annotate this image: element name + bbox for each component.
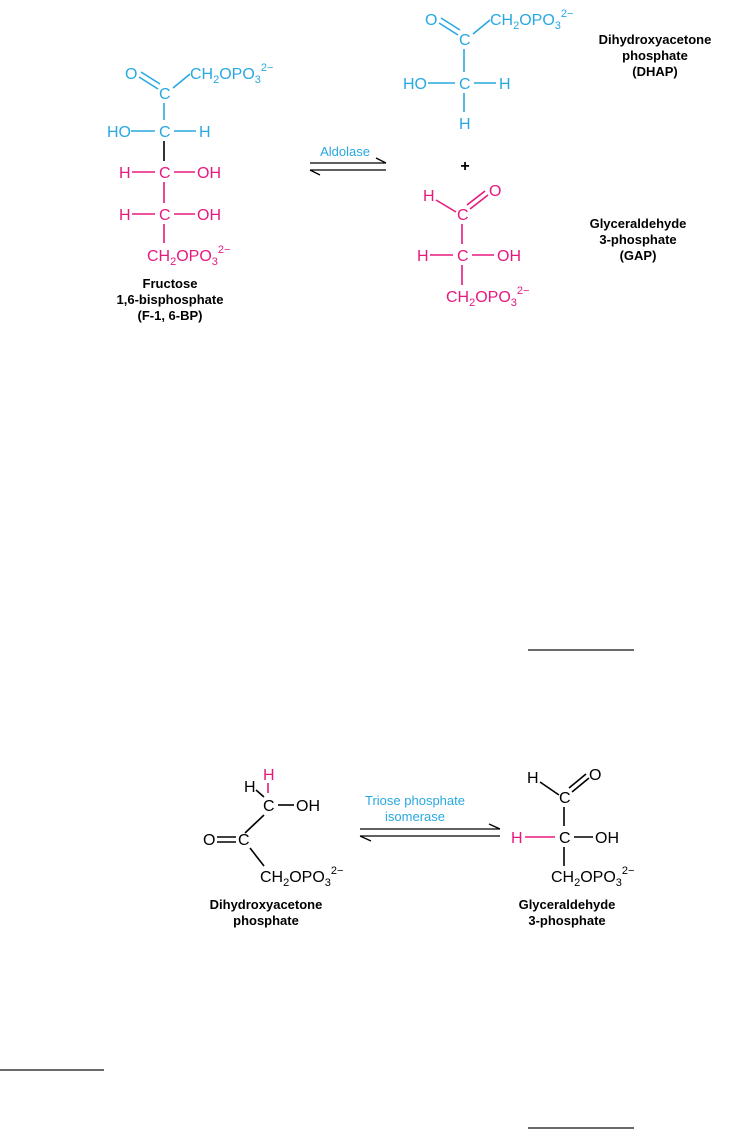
isomerase-label-line-2: isomerase xyxy=(385,809,445,824)
dhap-label-line-2: phosphate xyxy=(622,48,688,63)
fbp-c2-oxygen: O xyxy=(125,66,137,83)
gap-c2-carbon: C xyxy=(457,248,469,265)
dhap-c2-carbon: C xyxy=(459,32,471,49)
gap-double-bond-b xyxy=(466,190,486,206)
gap-double-bond-a xyxy=(469,194,489,210)
fbp-c4-carbon: C xyxy=(159,165,171,182)
fbp-c1-bond xyxy=(172,73,191,89)
fbp-double-bond-a xyxy=(138,76,159,90)
gap-oxygen: O xyxy=(489,183,501,200)
gap-structure: H C O H C OH CH2OPO32− Glyceraldehyde 3-… xyxy=(417,183,686,309)
iso-dhap-c2-c3-bond xyxy=(249,847,265,867)
dhap-structure: O C CH2OPO32− HO C H H Dihydroxyacetone … xyxy=(403,8,711,133)
fbp-c5-hydrogen: H xyxy=(119,207,131,224)
fbp-double-bond-b xyxy=(140,71,161,85)
iso-gap-c2-hydroxyl: OH xyxy=(595,830,619,847)
isomerase-dhap-structure: H H C OH O C CH2OPO32− Dihydroxyacetone … xyxy=(203,767,343,928)
gap-aldehyde-hydrogen: H xyxy=(423,188,435,205)
gap-label-line-1: Glyceraldehyde xyxy=(590,216,687,231)
aldolase-label: Aldolase xyxy=(320,144,370,159)
iso-gap-phosphate: CH2OPO32− xyxy=(551,865,634,889)
iso-gap-c2-carbon: C xyxy=(559,830,571,847)
dhap-c1-bond xyxy=(472,19,491,35)
fbp-label-line-3: (F-1, 6-BP) xyxy=(138,308,203,323)
iso-gap-c2-hydrogen: H xyxy=(511,830,523,847)
iso-reverse-arrow-head xyxy=(359,835,372,842)
dhap-label-line-1: Dihydroxyacetone xyxy=(599,32,712,47)
iso-dhap-phosphate: CH2OPO32− xyxy=(260,865,343,889)
dhap-hydrogen-right: H xyxy=(499,76,511,93)
fbp-c1-phosphate: CH2OPO32− xyxy=(190,62,273,86)
iso-gap-double-bond-a xyxy=(571,777,590,793)
iso-dhap-label-line-1: Dihydroxyacetone xyxy=(210,897,323,912)
aldolase-arrow: Aldolase xyxy=(309,144,387,176)
dhap-c3-carbon: C xyxy=(459,76,471,93)
forward-arrow-head xyxy=(375,157,387,164)
iso-forward-arrow-head xyxy=(488,823,501,830)
dhap-double-bond-b xyxy=(440,17,461,31)
iso-dhap-oxygen: O xyxy=(203,832,215,849)
iso-dhap-c2-carbon: C xyxy=(238,832,250,849)
gap-c2-hydroxyl: OH xyxy=(497,248,521,265)
gap-c2-hydrogen: H xyxy=(417,248,429,265)
iso-gap-c1-carbon: C xyxy=(559,790,571,807)
iso-dhap-hydrogen-black: H xyxy=(244,779,256,796)
dhap-oxygen: O xyxy=(425,12,437,29)
iso-dhap-label-line-2: phosphate xyxy=(233,913,299,928)
gap-label-line-3: (GAP) xyxy=(620,248,657,263)
iso-dhap-hydrogen-red: H xyxy=(263,767,275,784)
fbp-c5-carbon: C xyxy=(159,207,171,224)
plus-sign: + xyxy=(460,158,469,175)
isomerase-gap-structure: H C O H C OH CH2OPO32− Glyceraldehyde 3-… xyxy=(511,767,634,928)
fbp-label-line-1: Fructose xyxy=(143,276,198,291)
fbp-c3-hydroxyl: HO xyxy=(107,124,131,141)
fbp-c6-phosphate: CH2OPO32− xyxy=(147,244,230,268)
fbp-c5-hydroxyl: OH xyxy=(197,207,221,224)
isomerase-arrow: Triose phosphate isomerase xyxy=(359,793,501,842)
gap-c1-h-bond xyxy=(435,199,457,213)
fructose-bisphosphate-structure: O C CH2OPO32− HO C H H C OH H C OH CH2OP… xyxy=(107,62,273,323)
iso-gap-double-bond-b xyxy=(568,773,587,789)
gap-phosphate: CH2OPO32− xyxy=(446,285,529,309)
iso-gap-label-line-2: 3-phosphate xyxy=(528,913,605,928)
isomerase-label-line-1: Triose phosphate xyxy=(365,793,465,808)
fbp-c3-hydrogen: H xyxy=(199,124,211,141)
fbp-c4-hydroxyl: OH xyxy=(197,165,221,182)
iso-dhap-hydroxyl: OH xyxy=(296,798,320,815)
iso-dhap-black-h-bond xyxy=(255,789,265,798)
iso-gap-c1-h-bond xyxy=(539,781,560,796)
dhap-hydroxyl: HO xyxy=(403,76,427,93)
dhap-double-bond-a xyxy=(438,22,459,36)
gap-label-line-2: 3-phosphate xyxy=(599,232,676,247)
iso-dhap-c1-c2-bond xyxy=(244,814,265,834)
iso-gap-oxygen: O xyxy=(589,767,601,784)
fbp-label-line-2: 1,6-bisphosphate xyxy=(117,292,224,307)
iso-gap-label-line-1: Glyceraldehyde xyxy=(519,897,616,912)
fbp-c4-hydrogen: H xyxy=(119,165,131,182)
dhap-phosphate: CH2OPO32− xyxy=(490,8,573,32)
dhap-label-line-3: (DHAP) xyxy=(632,64,678,79)
fbp-c2-carbon: C xyxy=(159,86,171,103)
dhap-hydrogen-bottom: H xyxy=(459,116,471,133)
gap-c1-carbon: C xyxy=(457,207,469,224)
iso-dhap-c1-carbon: C xyxy=(263,798,275,815)
fbp-c3-carbon: C xyxy=(159,124,171,141)
iso-gap-aldehyde-hydrogen: H xyxy=(527,770,539,787)
reverse-arrow-head xyxy=(309,169,321,176)
